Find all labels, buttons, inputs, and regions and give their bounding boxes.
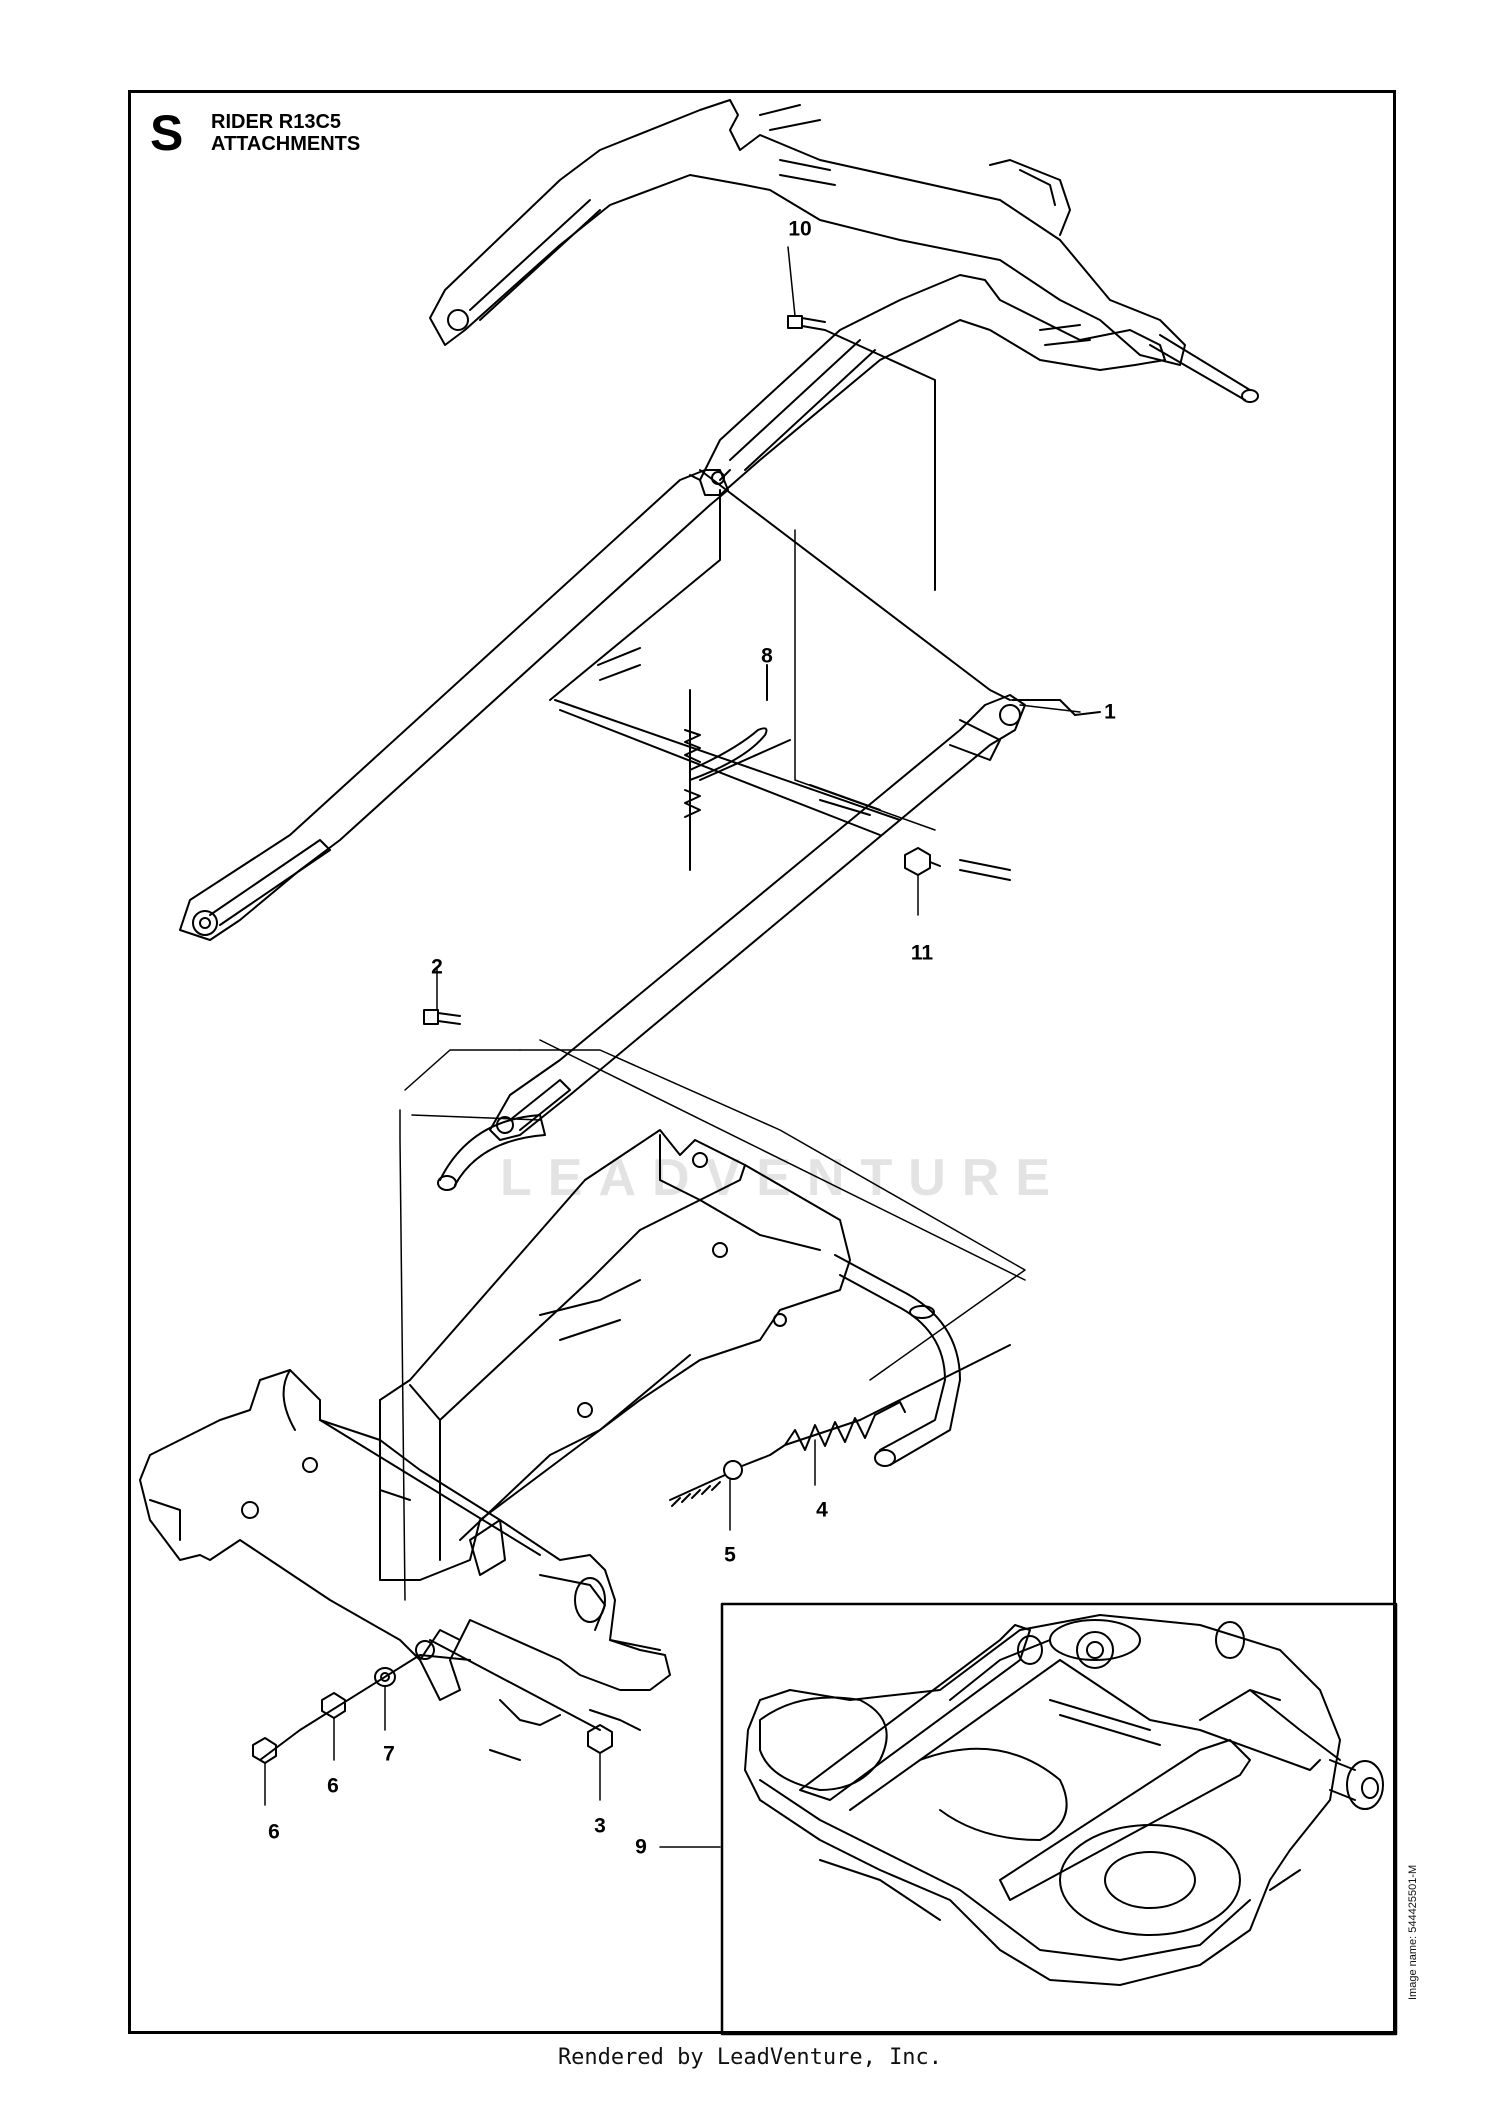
image-code: Image name: 544425501-M: [1407, 1864, 1419, 2000]
diagram-frame: [128, 90, 1396, 2034]
upper-lift-arm: [430, 100, 1258, 402]
callout-4[interactable]: 4: [816, 1498, 828, 1522]
explode-lines: [400, 530, 1025, 1600]
lift-frame-1-icon: [180, 470, 1100, 1140]
spring-4-icon: [770, 1345, 1010, 1455]
callout-11[interactable]: 11: [910, 941, 934, 965]
footer-credit: Rendered by LeadVenture, Inc.: [557, 2045, 943, 2070]
callout-8[interactable]: 8: [761, 644, 773, 668]
callout-6b[interactable]: 6: [268, 1820, 280, 1844]
callout-6a[interactable]: 6: [327, 1774, 339, 1798]
tube-icon: [438, 1115, 960, 1466]
callout-9[interactable]: 9: [635, 1835, 647, 1859]
nut-11-icon: [905, 848, 940, 875]
axle-frame-icon: [140, 1370, 670, 1760]
callout-7[interactable]: 7: [383, 1742, 395, 1766]
section-title: ATTACHMENTS: [211, 133, 361, 155]
mount-bracket-icon: [380, 1130, 850, 1580]
hair-pin-8-icon: [685, 665, 790, 870]
hardware-icon: [253, 1640, 612, 1763]
watermark: LEADVENTURE: [500, 1149, 1067, 1207]
callout-leaders: [265, 247, 1080, 1847]
lower-lift-arm: [700, 275, 1165, 495]
bolt-2-icon: [424, 1010, 460, 1024]
section-letter: S: [150, 105, 184, 161]
eye-bolt-5-icon: [670, 1455, 770, 1506]
callout-5[interactable]: 5: [724, 1543, 736, 1567]
model-name: RIDER R13C5: [211, 111, 342, 133]
deck-inset: [722, 1604, 1396, 2034]
callout-10[interactable]: 10: [788, 217, 812, 241]
callout-2[interactable]: 2: [431, 955, 443, 979]
callout-3[interactable]: 3: [594, 1814, 606, 1838]
callout-1[interactable]: 1: [1104, 700, 1116, 724]
